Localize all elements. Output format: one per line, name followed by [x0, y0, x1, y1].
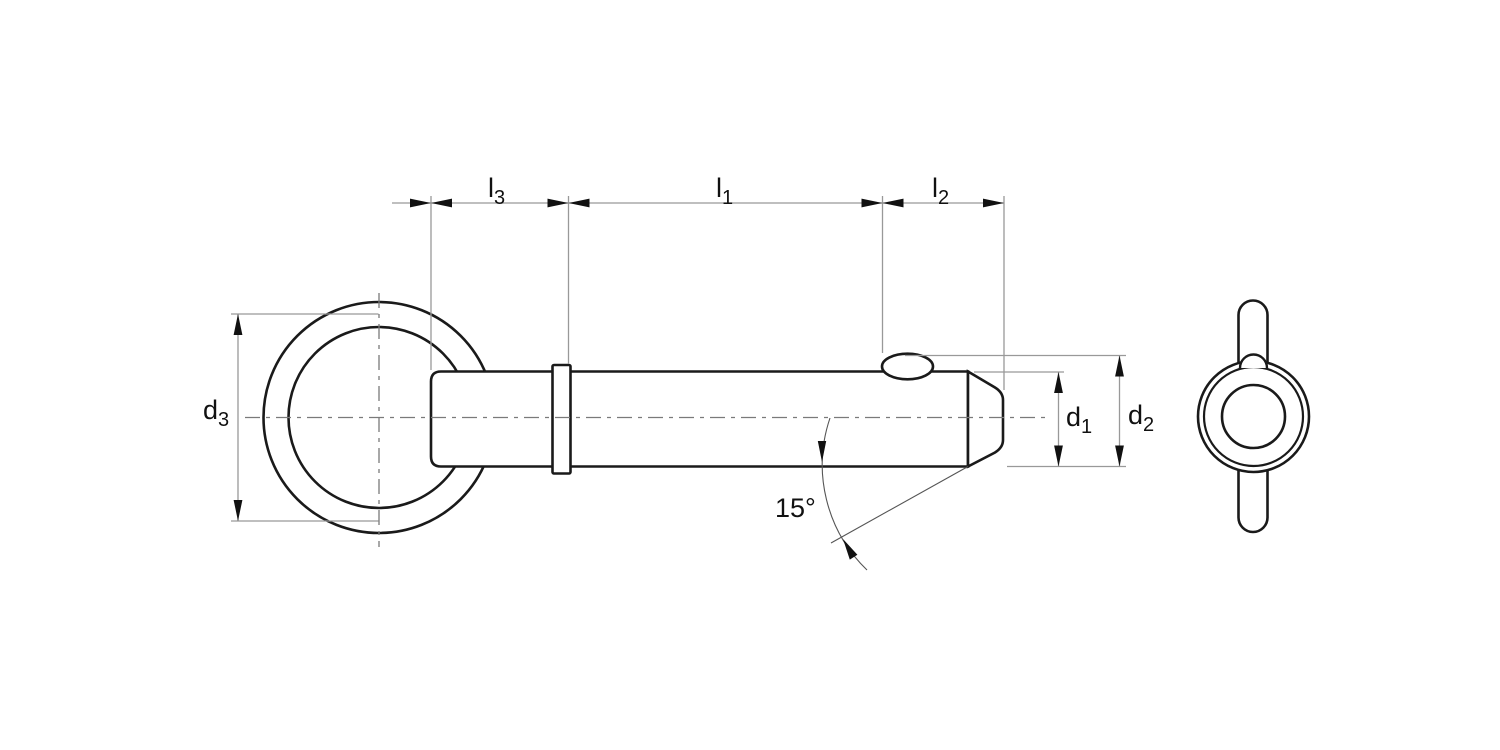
end-view-shaft-circle	[1220, 383, 1287, 450]
label-l3: l3	[488, 173, 505, 209]
dimension-d1-d2	[905, 354, 1126, 468]
dimension-lengths-top	[392, 196, 1005, 390]
side-view	[262, 300, 1005, 535]
centerlines	[245, 293, 1048, 547]
collar	[551, 363, 572, 475]
dimension-labels: l3 l1 l2 d3 d1 d2 15°	[203, 173, 1154, 523]
pin-tip-chamfer	[966, 369, 1005, 469]
label-d3: d3	[203, 395, 229, 431]
label-l1: l1	[716, 173, 733, 209]
detent-ball	[880, 352, 935, 381]
label-angle-15: 15°	[775, 493, 816, 523]
dimension-angle-15	[817, 417, 969, 571]
label-d2: d2	[1128, 400, 1154, 436]
label-l2: l2	[932, 173, 949, 209]
end-view-ring-wire-top-arc	[1238, 353, 1269, 369]
dimension-d3	[231, 313, 379, 522]
label-d1: d1	[1066, 402, 1092, 438]
dimensions	[231, 196, 1126, 571]
end-view	[1196, 299, 1311, 534]
pin-shaft-body	[429, 370, 970, 468]
